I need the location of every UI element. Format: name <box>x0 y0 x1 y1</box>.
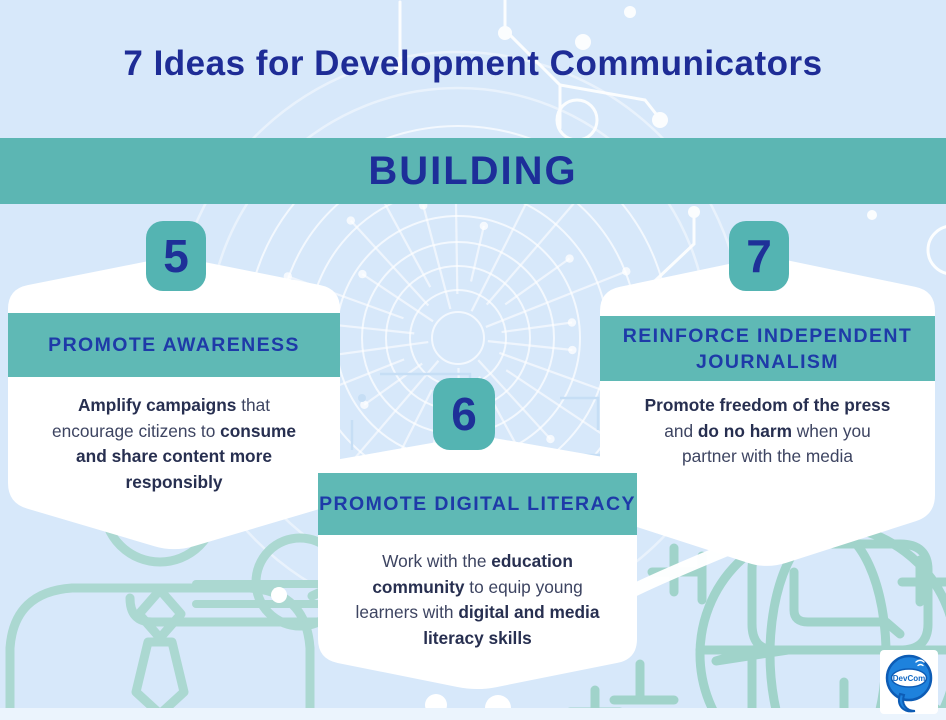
section-banner: BUILDING <box>0 138 946 204</box>
card-heading: PROMOTE DIGITAL LITERACY <box>319 493 636 515</box>
section-banner-label: BUILDING <box>368 148 578 193</box>
devcom-logo-label: DevCom <box>893 674 925 683</box>
devcom-logo: DevCom <box>880 650 938 714</box>
card-number: 7 <box>746 230 772 282</box>
number-badge: 7 <box>729 221 789 291</box>
card-promote-digital-literacy: PROMOTE DIGITAL LITERACY Work with the e… <box>318 378 637 693</box>
card-number: 5 <box>163 230 189 282</box>
card-heading: REINFORCE INDEPENDENT JOURNALISM <box>622 324 913 373</box>
card-reinforce-independent-journalism: REINFORCE INDEPENDENT JOURNALISM Promote… <box>600 221 935 571</box>
number-badge: 6 <box>433 378 495 450</box>
card-heading-band: REINFORCE INDEPENDENT JOURNALISM <box>600 316 935 381</box>
signal-icon <box>915 659 925 667</box>
network-branches-decoration <box>394 0 946 297</box>
bottom-strip <box>0 708 946 720</box>
card-heading: PROMOTE AWARENESS <box>48 334 300 356</box>
devcom-logo-graphic: DevCom <box>885 654 933 713</box>
card-number: 6 <box>451 388 477 440</box>
card-promote-awareness: PROMOTE AWARENESS Amplify campaigns that… <box>8 221 340 555</box>
card-heading-band: PROMOTE DIGITAL LITERACY <box>318 473 637 535</box>
card-heading-band: PROMOTE AWARENESS <box>8 313 340 377</box>
number-badge: 5 <box>146 221 206 291</box>
page-title: 7 Ideas for Development Communicators <box>123 44 823 83</box>
